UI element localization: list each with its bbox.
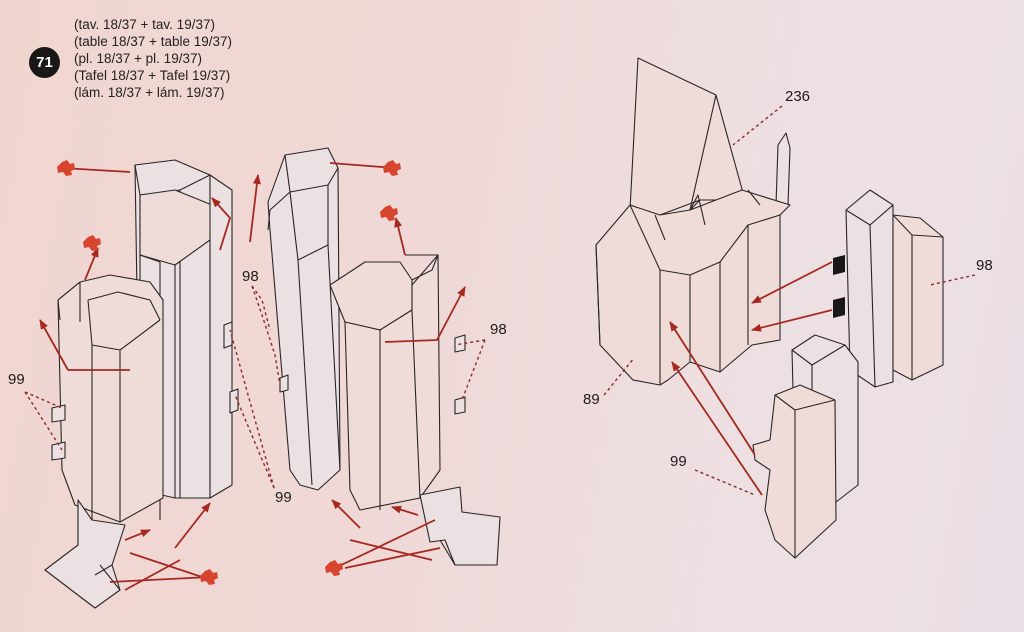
glue-icon: [383, 160, 401, 176]
part-label-99: 99: [670, 453, 687, 470]
reference-line: (pl. 18/37 + pl. 19/37): [74, 51, 202, 66]
part-labels: 99 98 98 99 236 98 89 99: [8, 88, 993, 506]
glue-icon: [200, 569, 218, 585]
part-label-98: 98: [976, 257, 993, 274]
plate-references: (tav. 18/37 + tav. 19/37) (table 18/37 +…: [74, 16, 232, 101]
castle-wall: [595, 189, 791, 386]
part-label-98: 98: [242, 268, 259, 285]
leader-lines: [24, 105, 976, 496]
glue-icon: [57, 160, 75, 176]
glue-icon: [325, 560, 343, 576]
part-label-236: 236: [785, 88, 810, 105]
reference-line: (tav. 18/37 + tav. 19/37): [74, 17, 215, 32]
reference-line: (Tafel 18/37 + Tafel 19/37): [74, 68, 231, 83]
castle-assembly-right: [595, 57, 944, 559]
tower-assembly-left: [44, 159, 239, 609]
assembly-arrows: [39, 162, 833, 591]
part-label-98: 98: [490, 321, 507, 338]
tower-assembly-middle: [267, 147, 501, 566]
part-label-89: 89: [583, 391, 600, 408]
step-number-badge: 71: [29, 47, 60, 78]
step-number: 71: [36, 54, 53, 71]
tall-column-middle: [267, 147, 341, 491]
reference-line: (table 18/37 + table 19/37): [74, 34, 232, 49]
reference-line: (lám. 18/37 + lám. 19/37): [74, 85, 225, 100]
part-label-99: 99: [8, 371, 25, 388]
part-label-99: 99: [275, 489, 292, 506]
front-body: [57, 274, 164, 523]
base-flap-middle: [419, 486, 501, 566]
main-spire: [629, 57, 746, 216]
